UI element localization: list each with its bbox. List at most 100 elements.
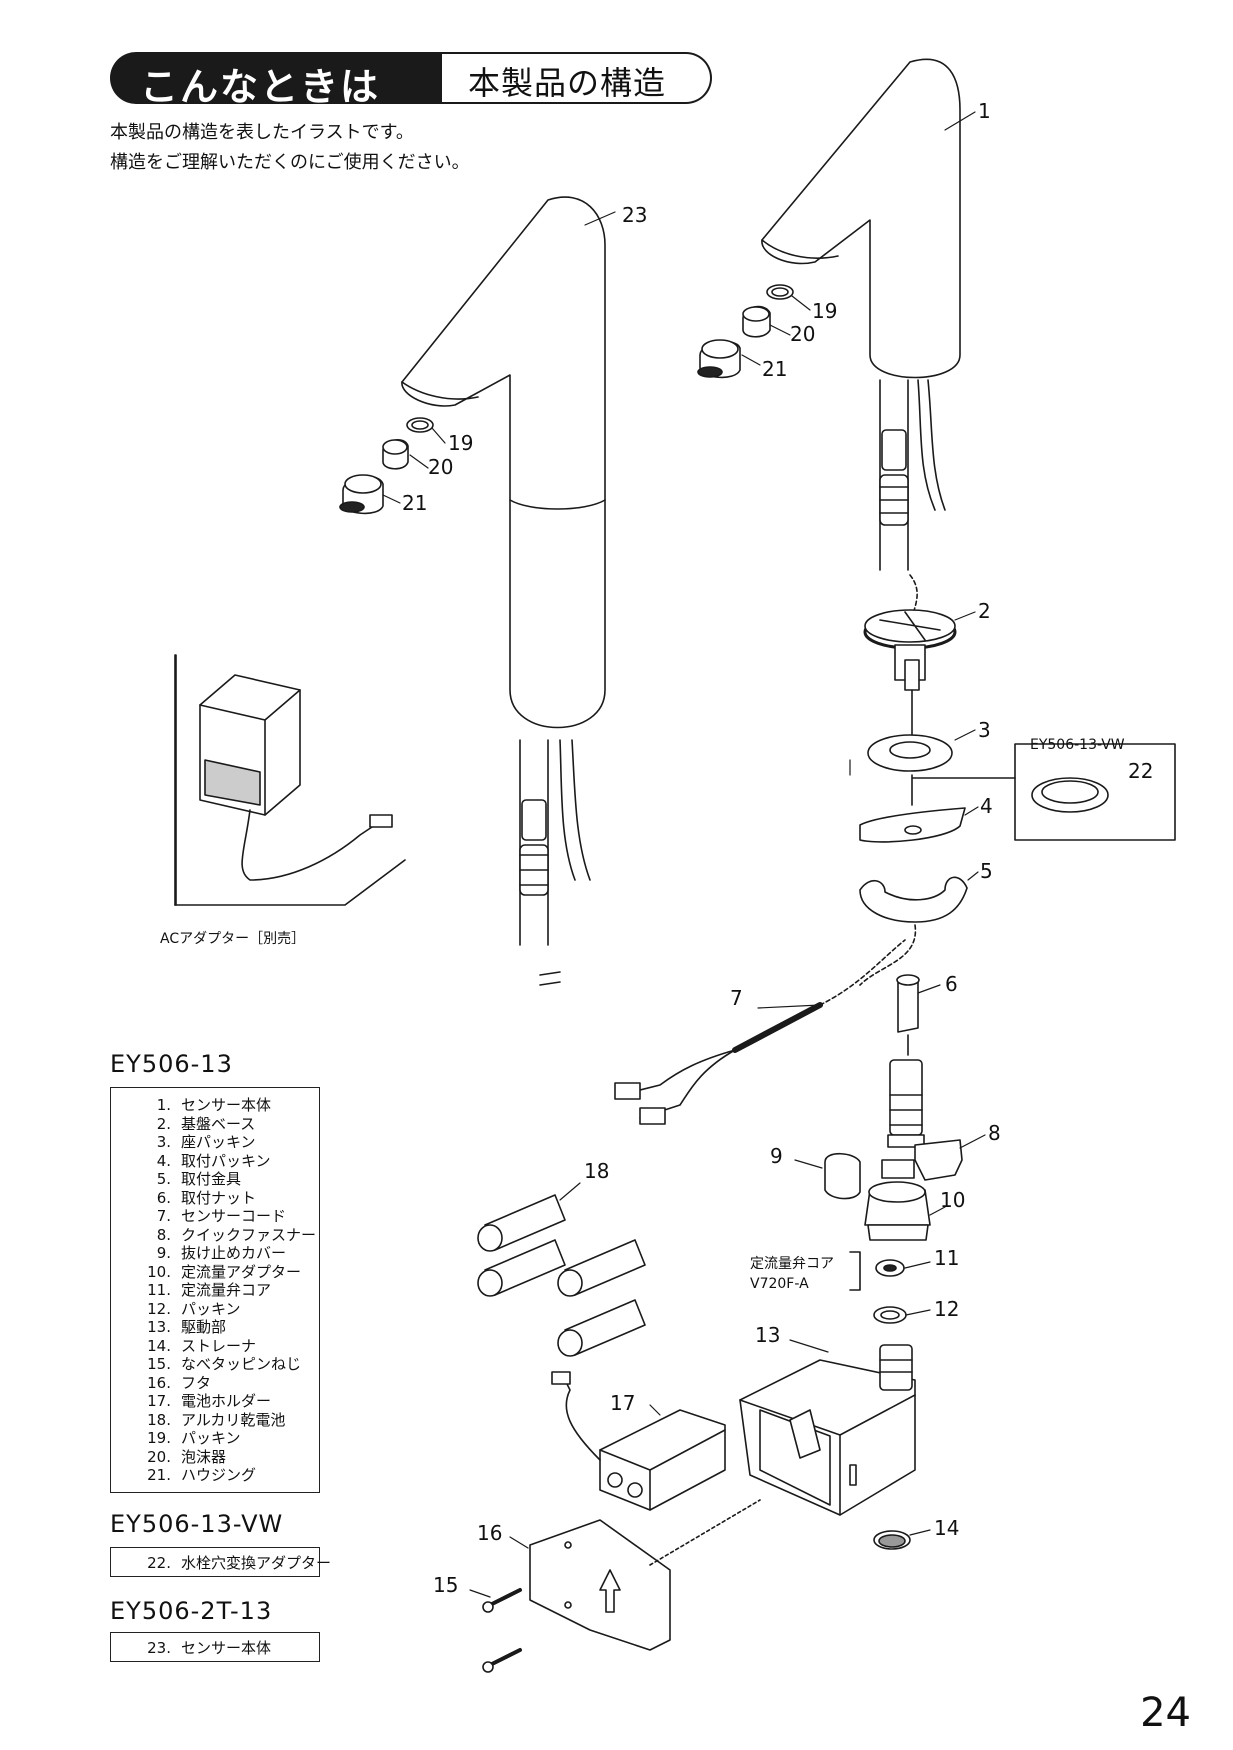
part-number: 5. — [156, 1170, 171, 1188]
section-label-box: こんなときは — [110, 52, 442, 109]
callout-23: 23 — [622, 203, 647, 227]
parts-list-row: 22. 水栓穴変換アダプター — [111, 1554, 331, 1572]
parts-list-row: 4.取付パッキン — [111, 1152, 319, 1170]
callout-2: 2 — [978, 599, 991, 623]
callout-9: 9 — [770, 1144, 783, 1168]
callout-8: 8 — [988, 1121, 1001, 1145]
part-name: 定流量弁コア — [181, 1281, 272, 1299]
vw-group-frame — [1014, 743, 1176, 841]
parts-list-row: 1. センサー本体 — [111, 1096, 319, 1114]
part-name: 定流量アダプター — [181, 1262, 302, 1281]
callout-5: 5 — [980, 859, 993, 883]
aerator-parts-right — [697, 284, 794, 379]
part-number: 22. — [147, 1554, 171, 1572]
ac-adapter-label: ACアダプター［別売］ — [160, 931, 305, 947]
part-number: 1. — [156, 1096, 171, 1114]
part-name: センサーコード — [181, 1207, 287, 1225]
part-number: 12. — [147, 1299, 171, 1318]
part-name: パッキン — [181, 1429, 241, 1447]
callout-22: 22 — [1128, 759, 1153, 783]
callout-20-right: 20 — [790, 322, 815, 346]
sensor-body-23-illustration — [401, 196, 606, 986]
part-number: 20. — [147, 1447, 171, 1466]
parts-list-ey506-2t-13: 23. センサー本体 — [110, 1632, 320, 1662]
part-number: 23. — [147, 1639, 171, 1657]
part-name: パッキン — [181, 1299, 241, 1318]
callout-14: 14 — [934, 1516, 959, 1540]
part-number: 11. — [147, 1281, 171, 1299]
part-number: 15. — [147, 1355, 171, 1373]
intro-line-1: 本製品の構造を表したイラストです。 — [110, 122, 414, 143]
part-name: センサー本体 — [181, 1096, 272, 1114]
battery-holder-17-illustration — [551, 1371, 726, 1511]
parts-list-row: 23. センサー本体 — [111, 1639, 319, 1657]
cover-9-illustration — [824, 1152, 861, 1200]
callout-10: 10 — [940, 1188, 965, 1212]
part-name: 駆動部 — [181, 1318, 227, 1336]
callout-12: 12 — [934, 1297, 959, 1321]
parts-list-row: 10.定流量アダプター — [111, 1263, 319, 1281]
part-name: 座パッキン — [181, 1133, 256, 1151]
packing-12-illustration — [873, 1306, 907, 1324]
parts-list-row: 21.ハウジング — [111, 1466, 319, 1484]
part-name: センサー本体 — [181, 1639, 272, 1657]
mounting-packing-4-illustration — [859, 807, 966, 843]
part-number: 2. — [156, 1114, 171, 1133]
parts-list-row: 16.フタ — [111, 1374, 319, 1392]
part-name: なべタッピンねじ — [181, 1355, 302, 1373]
valve-core-label-1: 定流量弁コア — [750, 1256, 834, 1272]
part-name: 基盤ベース — [181, 1114, 256, 1133]
intro-line-2: 構造をご理解いただくのにご使用ください。 — [110, 152, 470, 173]
parts-list-row: 14.ストレーナ — [111, 1337, 319, 1355]
parts-list-row: 12. パッキン — [111, 1300, 319, 1318]
page-title: 本製品の構造 — [468, 64, 667, 102]
callout-17: 17 — [610, 1391, 635, 1415]
sensor-body-1-illustration — [761, 58, 961, 641]
callout-7: 7 — [730, 986, 743, 1010]
parts-list-row: 3. 座パッキン — [111, 1133, 319, 1151]
part-number: 6. — [156, 1188, 171, 1207]
part-number: 21. — [147, 1466, 171, 1484]
part-name: フタ — [181, 1373, 212, 1392]
callout-13: 13 — [755, 1323, 780, 1347]
parts-list-row: 7. センサーコード — [111, 1207, 319, 1225]
part-name: ストレーナ — [181, 1336, 257, 1355]
list-title-ey506-13-vw: EY506-13-VW — [110, 1510, 284, 1538]
section-label: こんなときは — [140, 65, 381, 109]
adapter-22-illustration — [1031, 777, 1109, 813]
parts-list-row: 9.抜け止めカバー — [111, 1244, 319, 1262]
parts-list-row: 13. 駆動部 — [111, 1318, 319, 1336]
part-name: 水栓穴変換アダプター — [181, 1554, 332, 1572]
mounting-nut-6-illustration — [896, 974, 920, 1033]
mounting-bracket-5-illustration — [859, 876, 968, 923]
callout-19-left: 19 — [448, 431, 473, 455]
part-number: 13. — [147, 1318, 171, 1336]
screws-15-illustration — [482, 1588, 522, 1673]
callout-16: 16 — [477, 1521, 502, 1545]
batteries-18-illustration — [477, 1194, 646, 1357]
lid-16-illustration — [529, 1519, 671, 1651]
sensor-cord-7-illustration — [614, 939, 906, 1125]
page-title-box: 本製品の構造 — [442, 52, 712, 104]
parts-list-row: 6.取付ナット — [111, 1189, 319, 1207]
part-number: 3. — [156, 1133, 171, 1151]
callout-4: 4 — [980, 794, 993, 818]
part-name: クイックファスナー — [181, 1225, 317, 1244]
base-plate-2-illustration — [863, 609, 957, 736]
parts-list-row: 8. クイックファスナー — [111, 1226, 319, 1244]
callout-21-left: 21 — [402, 491, 427, 515]
seat-packing-3-illustration — [867, 734, 953, 772]
part-number: 8. — [156, 1225, 171, 1244]
callout-6: 6 — [945, 972, 958, 996]
part-name: 取付金具 — [181, 1170, 242, 1188]
callout-3: 3 — [978, 718, 991, 742]
part-number: 7. — [156, 1207, 171, 1225]
section-header: こんなときは 本製品の構造 — [110, 52, 715, 109]
list-title-ey506-13: EY506-13 — [110, 1050, 233, 1078]
flow-adapter-10-illustration — [864, 1159, 931, 1241]
leader-lines — [382, 111, 986, 1598]
parts-list-row: 15. なべタッピンねじ — [111, 1355, 319, 1373]
part-name: アルカリ乾電池 — [181, 1410, 286, 1429]
part-name: 抜け止めカバー — [181, 1244, 287, 1262]
